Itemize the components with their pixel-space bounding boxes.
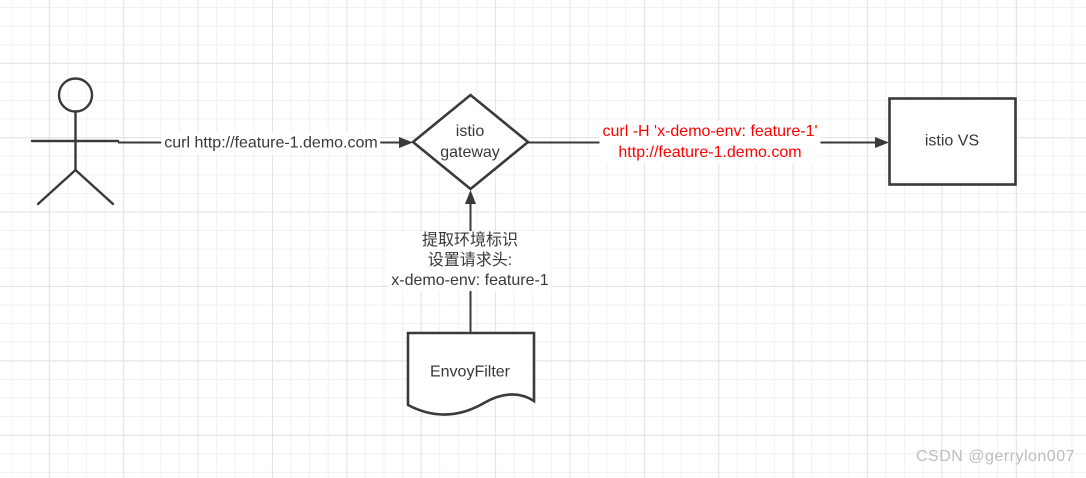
gateway-label-line2: gateway [440,144,500,161]
envoyfilter-document-shape [406,331,536,416]
actor-request-label: curl http://feature-1.demo.com [161,132,381,154]
gateway-diamond-shape [410,93,531,191]
istio-vs-label: istio VS [924,132,980,150]
filter-action-line2: 设置请求头: [427,252,513,269]
envoyfilter-label: EnvoyFilter [429,363,511,381]
istio-vs-box [888,97,1017,186]
filter-action-label: 提取环境标识 设置请求头: x-demo-env: feature-1 [388,231,552,291]
gateway-label: istio gateway [440,121,500,163]
filter-action-line1: 提取环境标识 [421,232,518,249]
csdn-watermark: CSDN @gerrylon007 [915,448,1075,465]
gateway-to-vs-request-line1: curl -H 'x-demo-env: feature-1' [602,123,818,140]
filter-action-line3: x-demo-env: feature-1 [391,272,549,289]
gateway-to-vs-request-line2: http://feature-1.demo.com [618,144,802,161]
gateway-to-vs-request-label: curl -H 'x-demo-env: feature-1' http://f… [599,121,821,163]
gateway-label-line1: istio [455,123,485,140]
actor-icon [30,77,120,206]
